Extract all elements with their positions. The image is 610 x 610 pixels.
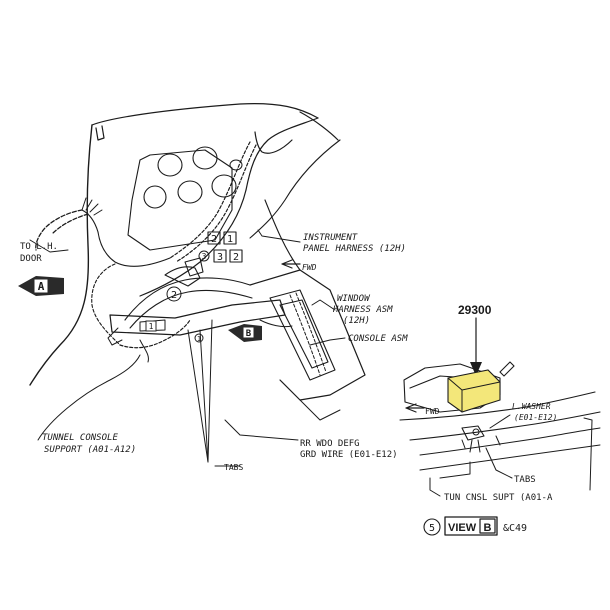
highlighted-module (447, 369, 501, 413)
fwd-upper-label: FWD (302, 263, 317, 272)
tun-cnsl-label: TUN CNSL SUPT (A01-A (444, 493, 553, 503)
fwd-lower-label: FWD (425, 407, 440, 416)
box-2b: 2 (233, 252, 239, 263)
box-1-lower: 1 (149, 322, 154, 331)
fwd-arrows (281, 259, 425, 413)
window-label-1: WINDOW (337, 294, 371, 304)
instrument-label-2: PANEL HARNESS (12H) (303, 244, 406, 254)
rr-wdo-label-1: RR WDO DEFG (300, 439, 360, 449)
tunnel-label-1: TUNNEL CONSOLE (42, 433, 118, 443)
to-lh-door-line-2: DOOR (20, 254, 42, 264)
rr-wdo-label-2: GRD WIRE (E01-E12) (300, 450, 398, 460)
leader-lines (29, 229, 346, 467)
callout-circle-3: 3 (202, 252, 207, 261)
gauge-cluster (143, 146, 243, 209)
console-assembly (249, 269, 366, 421)
instrument-label-1: INSTRUMENT (303, 233, 358, 243)
caption-circle-5: 5 (429, 523, 435, 534)
tabs-left-label: TABS (224, 463, 243, 472)
callout-circle-1: 1 (197, 335, 201, 343)
text-labels: TO L.H. DOOR INSTRUMENT PANEL HARNESS (1… (20, 233, 557, 503)
view-caption: 5 VIEW B &C49 (423, 516, 527, 536)
instrument-panel-harness (35, 141, 257, 346)
to-lh-door-line-1: TO L.H. (20, 242, 58, 252)
lwasher-label-2: (E01-E12) (514, 413, 557, 422)
part-arrow (470, 362, 482, 376)
box-3: 3 (217, 252, 223, 263)
window-label-3: (12H) (343, 316, 370, 326)
part-number-label: 29300 (458, 303, 492, 317)
caption-view-code: &C49 (503, 523, 527, 534)
lwasher-label-1: L.WASHER (512, 402, 551, 411)
box-2: 2 (211, 234, 217, 245)
caption-view-word: VIEW (448, 522, 477, 534)
caption-view-letter: B (484, 522, 492, 534)
view-b-box-letter: B (246, 329, 252, 339)
callout-circle-2: 2 (171, 290, 177, 301)
window-label-2: HARNESS ASM (332, 305, 393, 315)
dashboard-outline (29, 103, 341, 386)
tunnel-label-2: SUPPORT (A01-A12) (44, 445, 136, 455)
console-asm-label: CONSOLE ASM (348, 334, 408, 344)
tabs-right-label: TABS (514, 475, 536, 485)
view-a-letter: A (38, 280, 45, 293)
box-1: 1 (227, 234, 233, 245)
module-detail (399, 317, 601, 497)
view-arrows: A B 1 (18, 276, 262, 342)
lower-harness (107, 257, 286, 363)
callouts-upper: 2 1 3 3 2 2 1 (166, 231, 243, 343)
